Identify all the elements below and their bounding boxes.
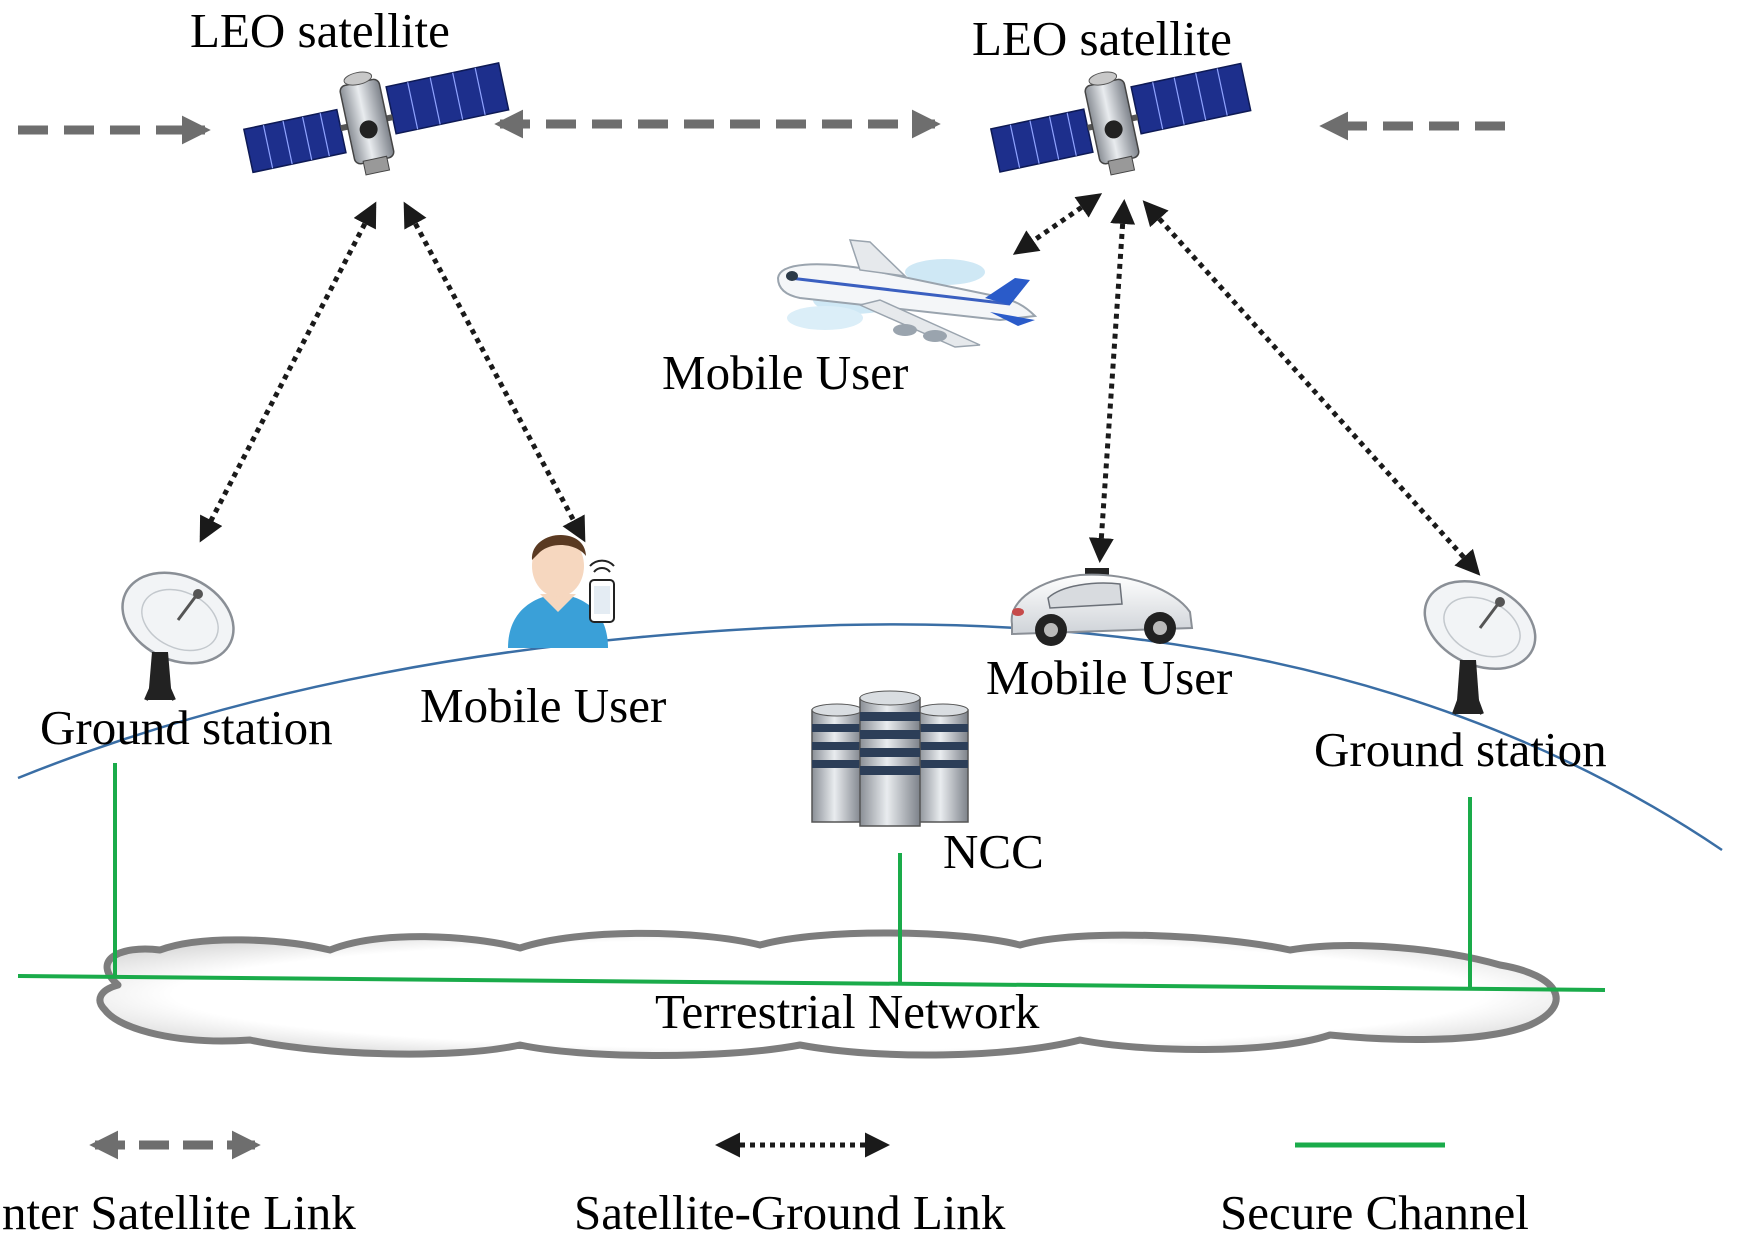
earth-surface-arc — [17, 623, 1723, 852]
satellite-ground-links — [199, 193, 1481, 576]
label-terrestrial-network: Terrestrial Network — [655, 984, 1040, 1039]
label-ground-station-right: Ground station — [1314, 722, 1607, 777]
server-rack-icon — [811, 690, 969, 827]
airplane-icon — [776, 239, 1038, 348]
label-mobile-user-plane: Mobile User — [662, 345, 908, 400]
label-leo-satellite-left: LEO satellite — [190, 3, 450, 58]
label-ground-station-left: Ground station — [40, 700, 333, 755]
label-leo-satellite-right: LEO satellite — [972, 11, 1232, 66]
satellite-dish-icon — [1423, 579, 1537, 715]
label-mobile-user-car: Mobile User — [986, 650, 1232, 705]
legend-satellite-ground-label: Satellite-Ground Link — [574, 1185, 1006, 1240]
secure-channel-lines — [17, 763, 1606, 992]
satellite-icon — [989, 62, 1252, 176]
label-ncc: NCC — [943, 824, 1044, 879]
car-icon — [1010, 568, 1194, 646]
legend-secure-channel-label: Secure Channel — [1220, 1185, 1529, 1240]
label-mobile-user-person: Mobile User — [420, 678, 666, 733]
inter-satellite-links — [18, 109, 1505, 145]
legend-inter-satellite-label: nter Satellite Link — [2, 1185, 356, 1240]
legend: nter Satellite Link Satellite-Ground Lin… — [2, 1130, 1529, 1240]
satellite-dish-icon — [121, 571, 235, 701]
person-with-phone-icon — [508, 535, 615, 648]
satellite-icon — [242, 62, 510, 176]
